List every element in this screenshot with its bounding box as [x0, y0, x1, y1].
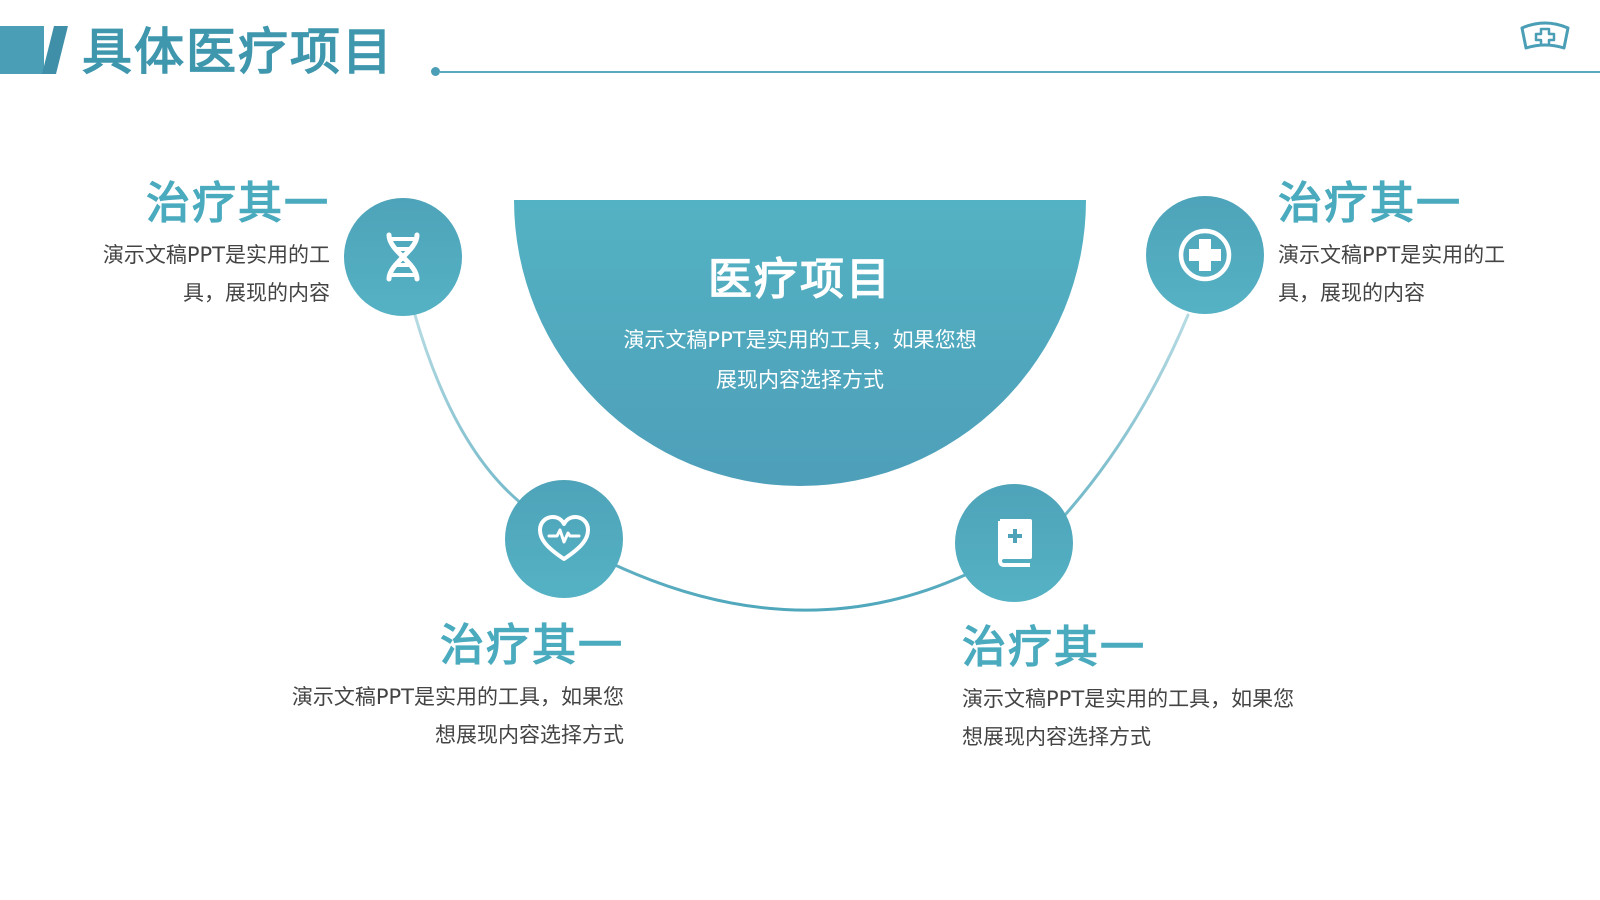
item-2-text: 治疗其一 演示文稿PPT是实用的工具，展现的内容: [1278, 176, 1528, 312]
item-4-icon-circle: [955, 484, 1073, 602]
item-2-description: 演示文稿PPT是实用的工具，展现的内容: [1278, 243, 1506, 305]
nurse-cap-icon: [1520, 21, 1570, 50]
header-divider: [440, 71, 1600, 73]
dna-icon: [386, 232, 420, 282]
item-3-text: 治疗其一 演示文稿PPT是实用的工具，如果您想展现内容选择方式: [272, 618, 624, 754]
item-2-icon-circle: [1146, 196, 1264, 314]
center-title: 医疗项目: [708, 254, 892, 305]
medical-cross-icon: [1178, 228, 1232, 282]
header-line-dot: [431, 67, 440, 76]
item-3-icon-circle: [505, 480, 623, 598]
item-1-title: 治疗其一: [146, 178, 330, 229]
item-4-description: 演示文稿PPT是实用的工具，如果您想展现内容选择方式: [962, 687, 1295, 749]
item-3-description: 演示文稿PPT是实用的工具，如果您想展现内容选择方式: [291, 685, 624, 747]
heart-pulse-icon: [538, 515, 590, 561]
item-4-title: 治疗其一: [962, 622, 1146, 673]
header-accent-block: [0, 26, 44, 74]
item-1-description: 演示文稿PPT是实用的工具，展现的内容: [102, 243, 330, 305]
page-title: 具体医疗项目: [82, 23, 394, 81]
item-4-text: 治疗其一 演示文稿PPT是实用的工具，如果您想展现内容选择方式: [962, 620, 1314, 756]
item-1-icon-circle: [344, 198, 462, 316]
center-description: 演示文稿PPT是实用的工具，如果您想展现内容选择方式: [623, 328, 977, 392]
item-3-title: 治疗其一: [440, 620, 624, 671]
medical-book-icon: [998, 519, 1032, 567]
item-2-title: 治疗其一: [1278, 178, 1462, 229]
item-1-text: 治疗其一 演示文稿PPT是实用的工具，展现的内容: [90, 176, 330, 312]
